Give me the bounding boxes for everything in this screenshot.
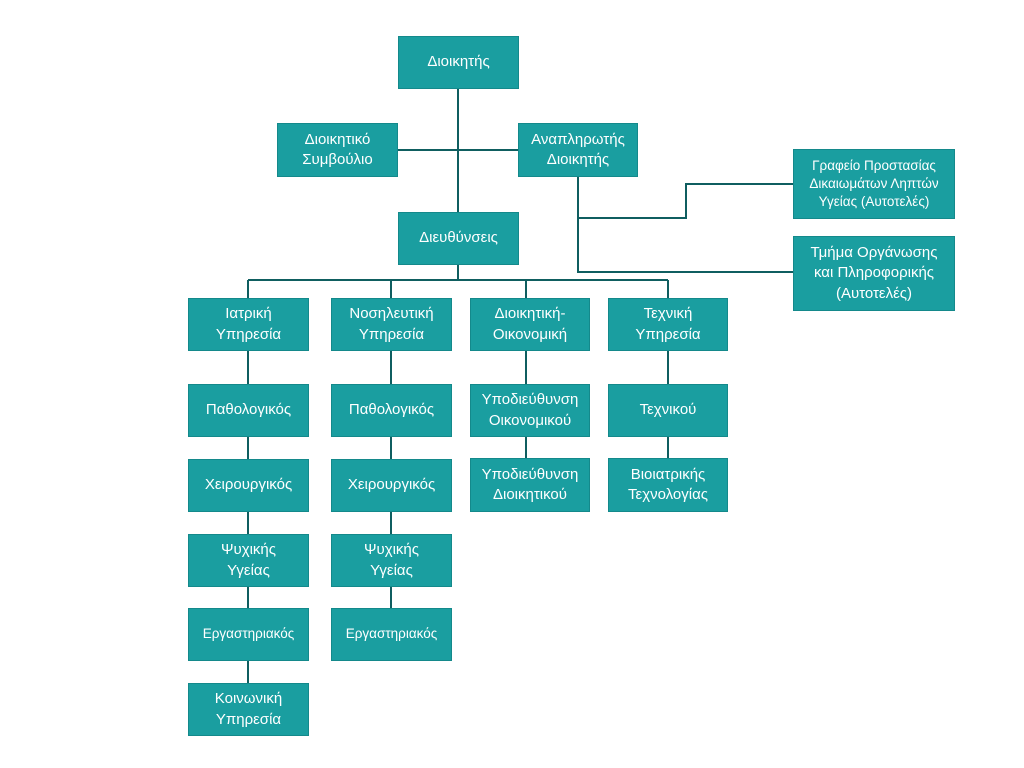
node-tech-biomed: Βιοιατρικής Τεχνολογίας [608,458,728,512]
node-med-mental: Ψυχικής Υγείας [188,534,309,587]
node-med-lab: Εργαστηριακός [188,608,309,661]
node-it-dept: Τμήμα Οργάνωσης και Πληροφορικής (Αυτοτε… [793,236,955,311]
node-board: Διοικητικό Συμβούλιο [277,123,398,177]
node-nur-lab: Εργαστηριακός [331,608,452,661]
node-rights-office: Γραφείο Προστασίας Δικαιωμάτων Ληπτών Υγ… [793,149,955,219]
node-directorates: Διευθύνσεις [398,212,519,265]
node-nur-pathology: Παθολογικός [331,384,452,437]
node-deputy: Αναπληρωτής Διοικητής [518,123,638,177]
node-med-pathology: Παθολογικός [188,384,309,437]
node-nur-surgical: Χειρουργικός [331,459,452,512]
node-technical: Τεχνική Υπηρεσία [608,298,728,351]
node-med-surgical: Χειρουργικός [188,459,309,512]
node-nursing: Νοσηλευτική Υπηρεσία [331,298,452,351]
node-sub-econ: Υποδιεύθυνση Οικονομικού [470,384,590,437]
node-director: Διοικητής [398,36,519,89]
node-admin-econ: Διοικητική- Οικονομική [470,298,590,351]
edge-deputy-it-dept [577,218,793,273]
node-medical: Ιατρική Υπηρεσία [188,298,309,351]
node-sub-admin: Υποδιεύθυνση Διοικητικού [470,458,590,512]
node-nur-mental: Ψυχικής Υγείας [331,534,452,587]
edge-directorates-bus [247,265,669,298]
node-tech-technical: Τεχνικού [608,384,728,437]
node-med-social: Κοινωνική Υπηρεσία [188,683,309,736]
edge-deputy-rights-office [577,177,793,219]
